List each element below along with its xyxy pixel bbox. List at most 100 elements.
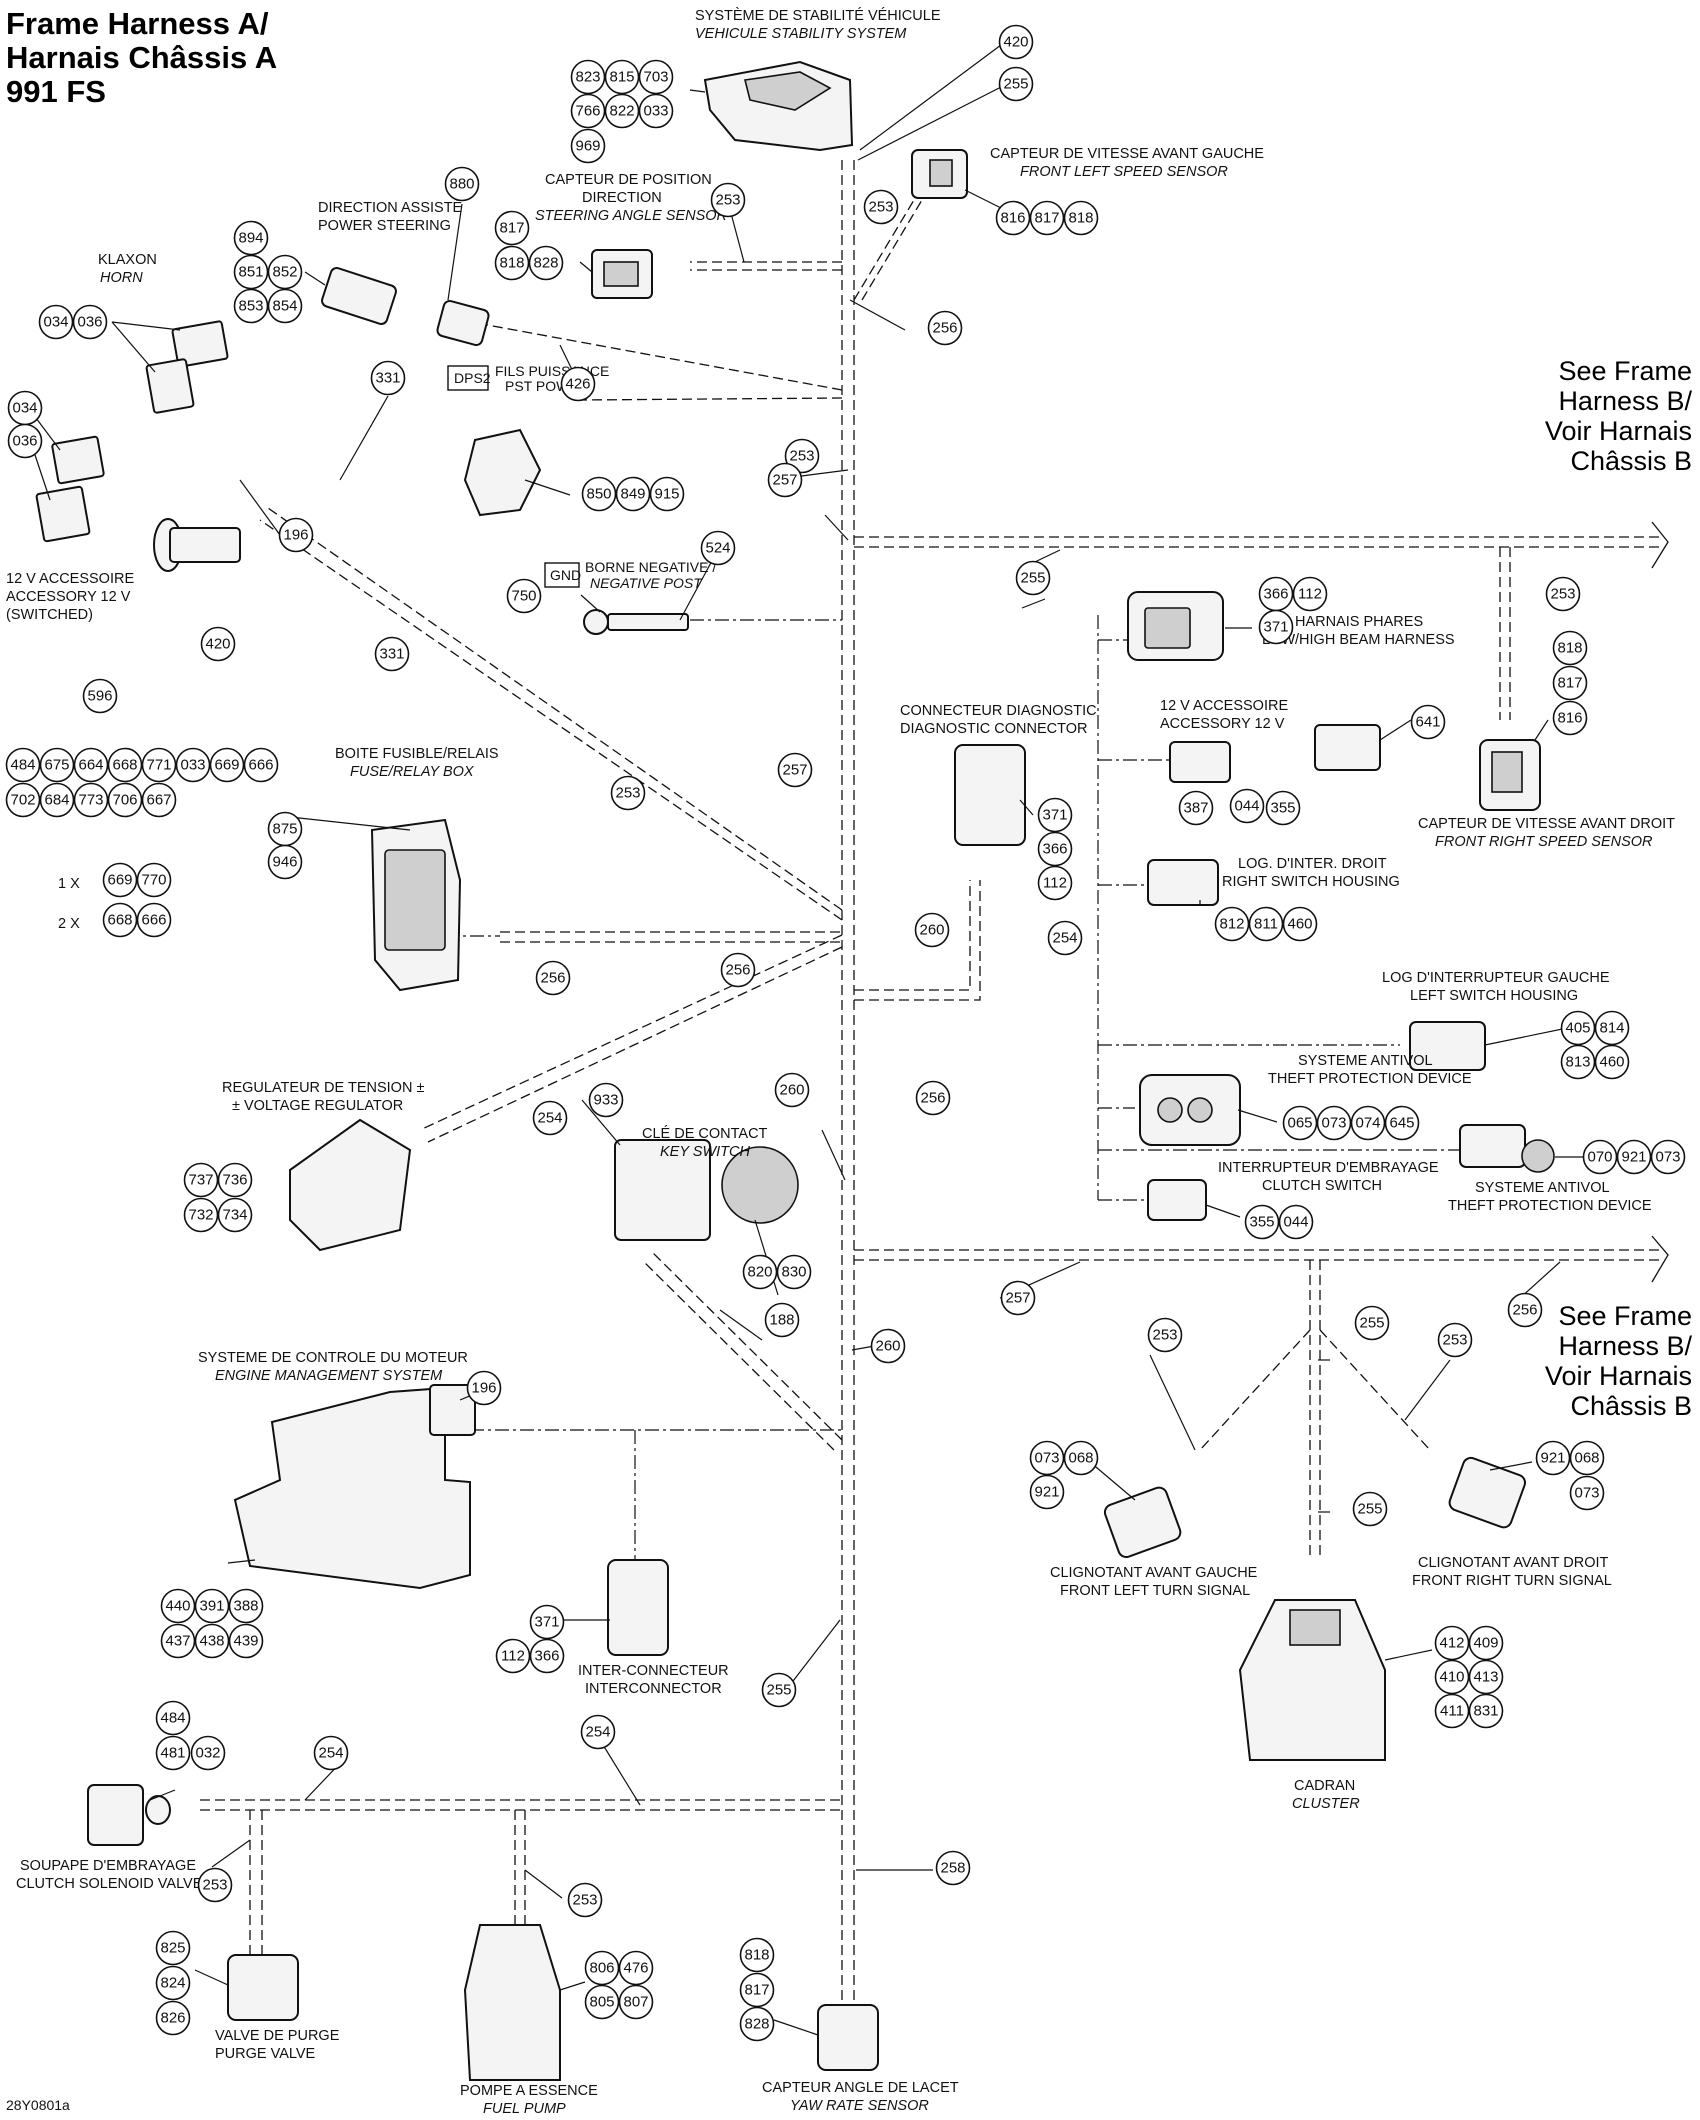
balloon-b253f: 253: [1147, 1317, 1183, 1353]
purge-valve-connector[interactable]: [227, 1954, 299, 2021]
fuel-pump-connector[interactable]: [463, 1924, 561, 2081]
ps-label-fr: DIRECTION ASSISTÉ: [318, 199, 463, 216]
balloon-number: 823: [575, 69, 600, 86]
balloon-b034b: 034: [7, 390, 43, 426]
balloon-number: 256: [920, 1090, 945, 1107]
ps-label-en: POWER STEERING: [318, 218, 451, 234]
flss-label-fr: CAPTEUR DE VITESSE AVANT GAUCHE: [990, 146, 1264, 162]
right-switch-housing-connector[interactable]: [1147, 859, 1219, 906]
balloon-b668a: 668: [107, 747, 143, 783]
yaw-rate-sensor-connector[interactable]: [817, 2004, 879, 2071]
low-high-beam-harness-connector[interactable]: [1127, 591, 1224, 661]
balloon-number: 371: [534, 1614, 559, 1631]
balloon-b481: 481: [155, 1735, 191, 1771]
balloon-number: 331: [375, 370, 400, 387]
fuse-relay-box[interactable]: [370, 818, 462, 992]
steering-angle-sensor[interactable]: [591, 249, 653, 299]
power-steering-connector[interactable]: [320, 266, 397, 325]
clutch-label-en: CLUTCH SWITCH: [1262, 1178, 1382, 1194]
balloon-b818d: 818: [739, 1937, 775, 1973]
balloon-b817a: 817: [1029, 200, 1065, 236]
engine-management-system-ecu[interactable]: [233, 1384, 476, 1590]
balloon-number: 524: [705, 540, 730, 557]
balloon-number: 044: [1234, 798, 1259, 815]
balloon-number: 073: [1574, 1485, 1599, 1502]
balloon-number: 460: [1599, 1054, 1624, 1071]
balloon-b405: 405: [1560, 1010, 1596, 1046]
power-steering-plug[interactable]: [436, 300, 490, 347]
front-left-turn-signal-connector[interactable]: [1103, 1485, 1183, 1559]
balloon-number: 391: [199, 1598, 224, 1615]
balloon-number: 255: [1020, 570, 1045, 587]
fuse-label-en: FUSE/RELAY BOX: [350, 764, 475, 780]
accessory-12v-switched[interactable]: [35, 435, 241, 572]
cluster-connector[interactable]: [1238, 1599, 1386, 1761]
balloon-number: 684: [44, 792, 69, 809]
balloon-b413: 413: [1468, 1659, 1504, 1695]
balloon-b524: 524: [700, 530, 736, 566]
balloon-number: 420: [205, 636, 230, 653]
balloon-number: 439: [233, 1633, 258, 1650]
yaw-label-en: YAW RATE SENSOR: [790, 2098, 929, 2114]
front-left-speed-sensor[interactable]: [911, 149, 968, 199]
key-switch[interactable]: [614, 1139, 799, 1241]
balloon-b669b: 669: [102, 862, 138, 898]
voltage-regulator-connector[interactable]: [289, 1118, 412, 1252]
clutch-solenoid-valve-connector[interactable]: [87, 1784, 171, 1846]
balloon-b921c: 921: [1535, 1440, 1571, 1476]
csv-label-fr: SOUPAPE D'EMBRAYAGE: [20, 1858, 196, 1874]
balloon-b256e: 256: [1507, 1292, 1543, 1328]
balloon-b820: 820: [742, 1254, 778, 1290]
balloon-b667: 667: [141, 782, 177, 818]
balloon-number: 253: [715, 192, 740, 209]
balloon-b411: 411: [1434, 1693, 1470, 1729]
balloon-number: 366: [1263, 586, 1288, 603]
balloon-number: 068: [1574, 1450, 1599, 1467]
balloon-b880: 880: [444, 166, 480, 202]
balloon-b253c: 253: [784, 438, 820, 474]
balloon-number: 070: [1587, 1149, 1612, 1166]
front-right-speed-sensor[interactable]: [1479, 739, 1541, 811]
balloon-number: 253: [615, 785, 640, 802]
accessory-12v-connector[interactable]: [1169, 724, 1381, 783]
theft-protection-device-connector[interactable]: [1139, 1074, 1241, 1146]
diag-label-en: DIAGNOSTIC CONNECTOR: [900, 721, 1087, 737]
balloon-number: 254: [537, 1110, 562, 1127]
front-right-turn-signal-connector[interactable]: [1447, 1456, 1527, 1530]
balloon-b817c: 817: [1552, 665, 1588, 701]
interconnector[interactable]: [607, 1559, 669, 1656]
balloon-number: 915: [654, 486, 679, 503]
balloon-b188: 188: [764, 1302, 800, 1338]
balloon-number: 032: [195, 1745, 220, 1762]
balloon-b675: 675: [39, 747, 75, 783]
left-switch-housing-connector[interactable]: [1409, 1021, 1486, 1071]
balloon-number: 675: [44, 757, 69, 774]
vehicle-stability-system-module[interactable]: [703, 60, 854, 152]
clutch-switch-connector[interactable]: [1147, 1179, 1207, 1221]
horn-terminal[interactable]: [145, 320, 229, 414]
sas-label-fr2: DIRECTION: [582, 190, 662, 206]
diagnostic-connector[interactable]: [954, 744, 1026, 846]
balloon-b703: 703: [638, 59, 674, 95]
balloon-number: 736: [222, 1172, 247, 1189]
balloon-number: 828: [533, 255, 558, 272]
theft-protection-device-2[interactable]: [1459, 1124, 1555, 1173]
balloon-b596: 596: [82, 678, 118, 714]
balloon-b641: 641: [1410, 704, 1446, 740]
balloon-b073c: 073: [1029, 1440, 1065, 1476]
theft1-label-en: THEFT PROTECTION DEVICE: [1268, 1071, 1472, 1087]
balloon-number: 770: [141, 872, 166, 889]
balloon-b946: 946: [267, 844, 303, 880]
balloon-number: 484: [10, 757, 35, 774]
clutch-label-fr: INTERRUPTEUR D'EMBRAYAGE: [1218, 1160, 1439, 1176]
balloon-number: 817: [1034, 210, 1059, 227]
ground-terminal[interactable]: [583, 609, 689, 635]
dps-power-connector[interactable]: [463, 428, 542, 517]
balloon-b070: 070: [1582, 1139, 1618, 1175]
balloon-number: 257: [772, 472, 797, 489]
balloon-number: 426: [565, 376, 590, 393]
balloon-b852: 852: [267, 254, 303, 290]
balloon-b828a: 828: [528, 245, 564, 281]
balloon-number: 253: [789, 448, 814, 465]
